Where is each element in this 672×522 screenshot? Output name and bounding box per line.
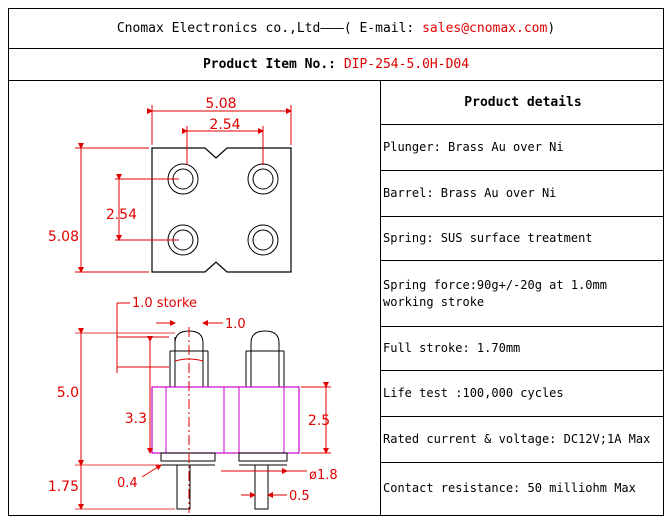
detail-spring: Spring: SUS surface treatment — [381, 217, 663, 261]
product-details: Product details Plunger: Brass Au over N… — [381, 81, 663, 515]
detail-barrel: Barrel: Brass Au over Ni — [381, 171, 663, 217]
dim-barrel: 3.3 — [125, 411, 147, 427]
top-view: 5.08 2.54 5.08 2.54 — [48, 96, 292, 273]
company-header: Cnomax Electronics co.,Ltd———( E-mail: s… — [9, 9, 663, 49]
dim-tip-diameter: ø1.8 — [309, 468, 338, 483]
dim-total: 5.0 — [57, 385, 79, 401]
housing-body — [151, 386, 300, 454]
hole — [247, 224, 279, 256]
detail-rated: Rated current & voltage: DC12V;1A Max — [381, 417, 663, 463]
hole — [247, 163, 279, 195]
detail-plunger: Plunger: Brass Au over Ni — [381, 125, 663, 171]
email-link[interactable]: sales@cnomax.com — [422, 21, 548, 36]
side-view: 1.0 storke 1.0 5.0 3.3 2.5 — [48, 296, 338, 513]
product-number: DIP-254-5.0H-D04 — [343, 57, 470, 72]
dim-stroke: 1.0 storke — [132, 296, 197, 311]
details-title: Product details — [381, 81, 663, 125]
detail-spring-force: Spring force:90g+/-20g at 1.0mm working … — [381, 261, 663, 327]
dim-pitch: 2.54 — [209, 117, 240, 133]
product-row: Product Item No.: DIP-254-5.0H-D04 — [9, 49, 663, 81]
company-text: Cnomax Electronics co.,Ltd———( E-mail: — [116, 21, 423, 36]
product-label: Product Item No.: — [202, 57, 336, 72]
detail-contact-resistance: Contact resistance: 50 milliohm Max — [383, 480, 636, 495]
dim-height: 5.08 — [48, 229, 79, 245]
dim-body: 2.5 — [308, 413, 330, 429]
detail-life-test: Life test :100,000 cycles — [381, 371, 663, 417]
detail-full-stroke: Full stroke: 1.70mm — [381, 327, 663, 371]
spec-sheet: Cnomax Electronics co.,Ltd———( E-mail: s… — [8, 8, 664, 516]
drawing-svg: 5.08 2.54 5.08 2.54 — [48, 96, 338, 513]
technical-drawing: 5.08 2.54 5.08 2.54 — [9, 81, 381, 515]
dim-tip: 0.5 — [289, 489, 310, 504]
dim-tail: 0.4 — [117, 476, 138, 491]
dim-pitch-vertical: 2.54 — [106, 207, 137, 223]
dim-base: 1.75 — [48, 479, 79, 495]
email-close: ) — [547, 21, 556, 36]
dim-plunger: 1.0 — [225, 317, 246, 332]
dim-width: 5.08 — [205, 96, 236, 112]
